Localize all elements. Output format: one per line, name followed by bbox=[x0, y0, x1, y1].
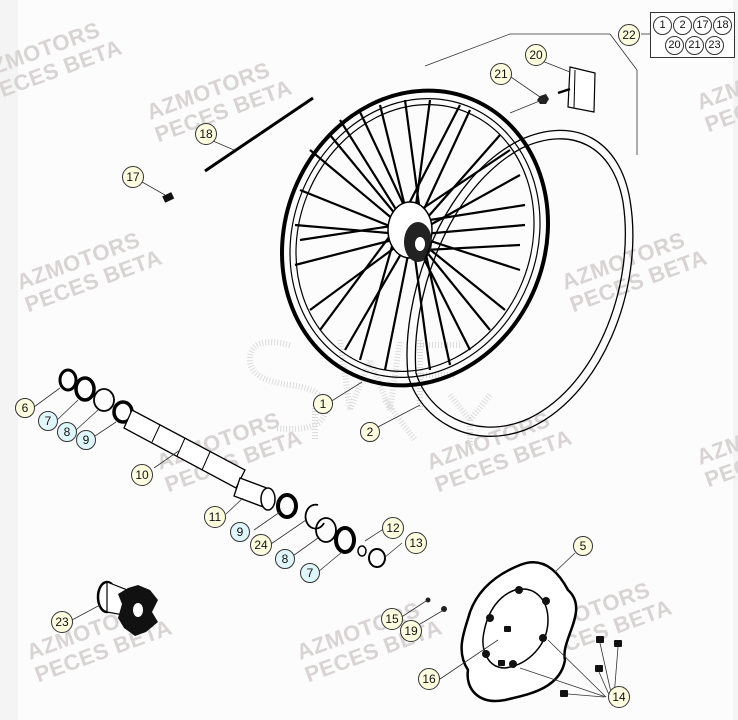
kit-22-members-box: 1 2 17 18 20 21 23 bbox=[650, 12, 735, 58]
svg-text:22: 22 bbox=[622, 28, 636, 42]
callout-6[interactable]: 6 bbox=[15, 398, 35, 418]
svg-text:7: 7 bbox=[45, 414, 52, 428]
svg-text:23: 23 bbox=[55, 615, 69, 629]
svg-text:16: 16 bbox=[422, 672, 436, 686]
kit-member-18[interactable]: 18 bbox=[713, 16, 732, 35]
svg-text:21: 21 bbox=[494, 67, 508, 81]
svg-text:15: 15 bbox=[385, 612, 399, 626]
callout-8b[interactable]: 8 bbox=[275, 549, 295, 569]
svg-text:7: 7 bbox=[307, 566, 314, 580]
svg-text:17: 17 bbox=[126, 170, 140, 184]
brake-disc-part bbox=[439, 552, 578, 703]
svg-text:8: 8 bbox=[282, 552, 289, 566]
svg-text:24: 24 bbox=[254, 538, 268, 552]
callout-10[interactable]: 10 bbox=[131, 464, 153, 486]
callout-16[interactable]: 16 bbox=[418, 668, 440, 690]
svg-text:10: 10 bbox=[135, 468, 149, 482]
svg-text:9: 9 bbox=[83, 433, 90, 447]
callout-5[interactable]: 5 bbox=[573, 536, 593, 556]
rim-tape-part bbox=[375, 129, 634, 437]
callout-15[interactable]: 15 bbox=[381, 608, 403, 630]
svg-text:6: 6 bbox=[22, 401, 29, 415]
svg-text:11: 11 bbox=[209, 510, 222, 524]
callout-14[interactable]: 14 bbox=[608, 686, 630, 708]
callout-17[interactable]: 17 bbox=[122, 166, 144, 188]
kit-member-2[interactable]: 2 bbox=[673, 16, 692, 35]
callouts: 1 2 5 6 7 8 9 10 11 9 24 8 7 12 13 14 15… bbox=[15, 24, 640, 708]
svg-text:12: 12 bbox=[386, 521, 400, 535]
callout-13[interactable]: 13 bbox=[405, 532, 427, 554]
callout-11[interactable]: 11 bbox=[204, 506, 226, 528]
small-hardware bbox=[399, 597, 622, 698]
callout-23[interactable]: 23 bbox=[51, 611, 73, 633]
callout-20[interactable]: 20 bbox=[525, 44, 547, 66]
left-bearing-stack bbox=[33, 368, 134, 439]
hub-part bbox=[71, 580, 158, 636]
rim-lock-part bbox=[507, 60, 596, 114]
svg-text:18: 18 bbox=[199, 127, 213, 141]
callout-19[interactable]: 19 bbox=[400, 620, 422, 642]
kit-member-20[interactable]: 20 bbox=[665, 36, 684, 55]
kit-22-outline bbox=[424, 33, 650, 155]
kit-member-23[interactable]: 23 bbox=[705, 36, 724, 55]
callout-18[interactable]: 18 bbox=[195, 123, 217, 145]
callout-22[interactable]: 22 bbox=[618, 24, 640, 46]
callout-2[interactable]: 2 bbox=[360, 422, 380, 442]
svg-text:8: 8 bbox=[64, 425, 71, 439]
callout-7[interactable]: 7 bbox=[38, 411, 58, 431]
kit-member-21[interactable]: 21 bbox=[685, 36, 704, 55]
kit-member-17[interactable]: 17 bbox=[693, 16, 712, 35]
callout-21[interactable]: 21 bbox=[490, 63, 512, 85]
callout-9[interactable]: 9 bbox=[76, 430, 96, 450]
wheel-assembly-part bbox=[280, 88, 550, 403]
svg-text:14: 14 bbox=[612, 690, 626, 704]
svg-text:5: 5 bbox=[580, 539, 587, 553]
svg-text:13: 13 bbox=[409, 536, 423, 550]
callout-24[interactable]: 24 bbox=[250, 534, 272, 556]
callout-9b[interactable]: 9 bbox=[230, 522, 250, 542]
right-bearing-stack bbox=[225, 477, 403, 573]
svg-text:2: 2 bbox=[367, 425, 374, 439]
svg-text:1: 1 bbox=[320, 397, 327, 411]
kit-member-1[interactable]: 1 bbox=[653, 16, 672, 35]
callout-7b[interactable]: 7 bbox=[300, 563, 320, 583]
callout-12[interactable]: 12 bbox=[382, 517, 404, 539]
svg-text:20: 20 bbox=[529, 48, 543, 62]
svg-text:9: 9 bbox=[237, 525, 244, 539]
callout-1[interactable]: 1 bbox=[313, 394, 333, 414]
svg-text:19: 19 bbox=[404, 624, 418, 638]
callout-8[interactable]: 8 bbox=[57, 422, 77, 442]
